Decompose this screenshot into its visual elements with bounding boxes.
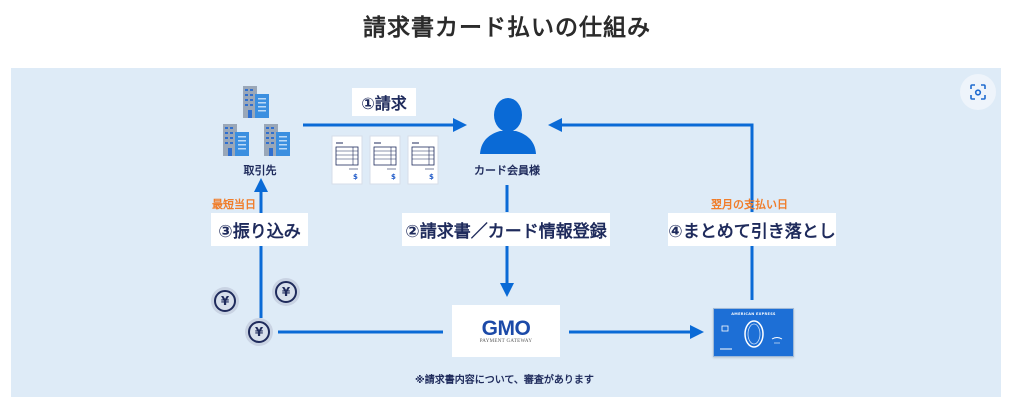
- member-label: カード会員様: [474, 164, 540, 177]
- yen-coin-icon: ¥: [245, 318, 273, 346]
- gmo-logo-text: GMO: [481, 316, 531, 340]
- card-brand-text: AMERICAN EXPRESS: [731, 312, 776, 316]
- svg-text:$: $: [353, 173, 358, 181]
- arrow-gmo-to-card: [569, 325, 704, 339]
- step4-label: ④まとめて引き落とし: [668, 213, 836, 246]
- page-title: 請求書カード払いの仕組み: [363, 15, 651, 41]
- review-note: ※請求書内容について、審査があります: [415, 375, 594, 386]
- buildings-icon: [223, 86, 290, 156]
- arrow-step1: [303, 118, 467, 132]
- invoice-document-icon: $: [331, 135, 363, 185]
- credit-card-icon: AMERICAN EXPRESS: [713, 308, 794, 357]
- gmo-subtitle: PAYMENT GATEWAY: [479, 338, 533, 344]
- arrow-step3: [254, 178, 443, 334]
- step1-label: ①請求: [352, 88, 416, 116]
- step3-label: ③振り込み: [211, 213, 308, 246]
- image-zoom-button[interactable]: [960, 74, 996, 110]
- gmo-payment-gateway-logo: GMO PAYMENT GATEWAY: [452, 305, 560, 357]
- step3-timing: 最短当日: [212, 198, 256, 211]
- svg-text:$: $: [429, 173, 434, 181]
- invoice-document-icon: $: [369, 135, 401, 185]
- svg-text:$: $: [391, 173, 396, 181]
- step4-timing: 翌月の支払い日: [711, 198, 788, 211]
- invoice-document-icon: $: [407, 135, 439, 185]
- invoice-group: $ $ $: [331, 135, 443, 187]
- person-icon: [480, 98, 536, 154]
- arrow-step4: [548, 118, 754, 300]
- step2-label: ②請求書／カード情報登録: [402, 213, 610, 246]
- image-zoom-icon: [970, 84, 986, 100]
- yen-coin-icon: ¥: [211, 287, 239, 315]
- arrow-step2: [500, 185, 514, 297]
- card-artwork: [720, 320, 783, 350]
- yen-coin-icon: ¥: [272, 278, 300, 306]
- partner-label: 取引先: [243, 164, 277, 177]
